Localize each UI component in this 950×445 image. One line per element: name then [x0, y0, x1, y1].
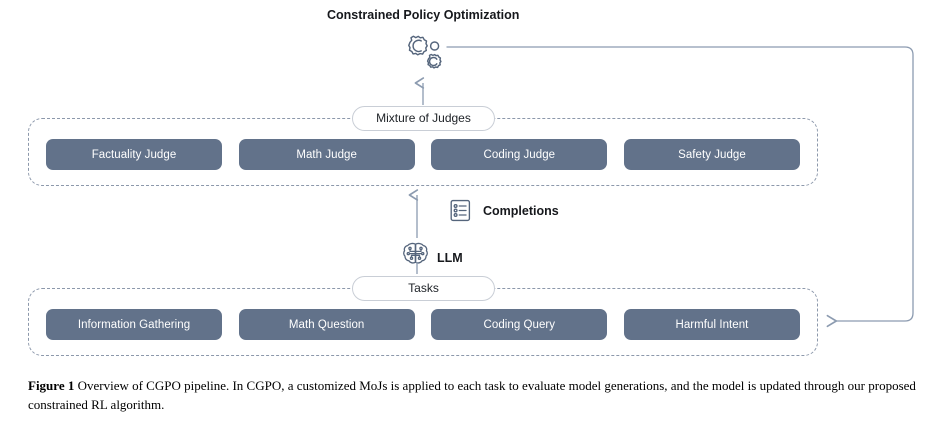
task-pill-coding-query[interactable]: Coding Query [431, 309, 608, 340]
figure-caption: Figure 1 Overview of CGPO pipeline. In C… [28, 376, 922, 414]
judge-pill-math[interactable]: Math Judge [238, 139, 415, 170]
task-pill-harmful-intent[interactable]: Harmful Intent [623, 309, 800, 340]
task-pill-math-question[interactable]: Math Question [238, 309, 415, 340]
judges-pill-row: Factuality Judge Math Judge Coding Judge… [46, 139, 800, 170]
judge-pill-safety[interactable]: Safety Judge [623, 139, 800, 170]
tasks-label: Tasks [352, 276, 495, 301]
figure-caption-label: Figure 1 [28, 378, 75, 393]
tasks-pill-row: Information Gathering Math Question Codi… [46, 309, 800, 340]
judge-pill-coding[interactable]: Coding Judge [431, 139, 608, 170]
task-pill-information-gathering[interactable]: Information Gathering [46, 309, 222, 340]
gears-icon [405, 29, 449, 73]
judge-pill-factuality[interactable]: Factuality Judge [46, 139, 222, 170]
figure-caption-text: Overview of CGPO pipeline. In CGPO, a cu… [28, 378, 916, 412]
figure-title: Constrained Policy Optimization [327, 8, 520, 22]
llm-label: LLM [437, 251, 463, 265]
checklist-icon [448, 198, 473, 223]
completions-label: Completions [483, 204, 559, 218]
mixture-of-judges-label: Mixture of Judges [352, 106, 495, 131]
brain-icon [401, 240, 430, 269]
